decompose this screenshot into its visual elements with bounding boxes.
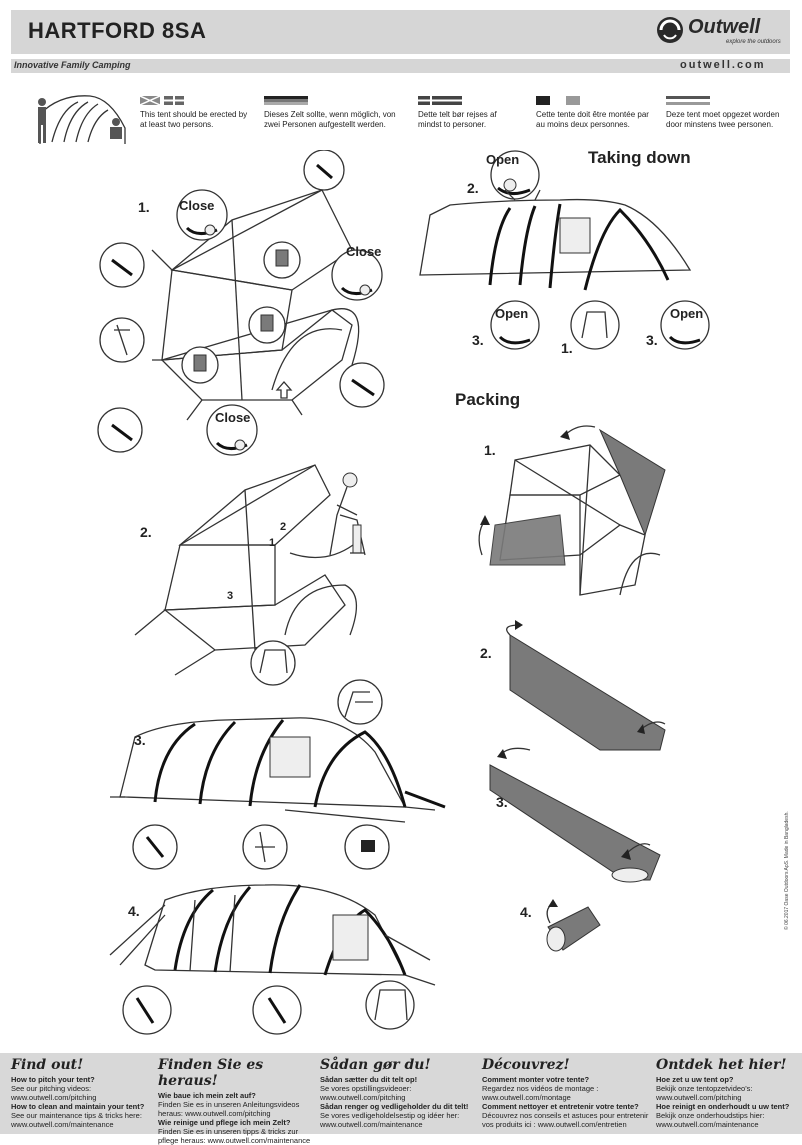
footer-bar <box>0 1053 802 1134</box>
footer-col-nl: Ontdek het hier! Hoe zet u uw tent op? B… <box>656 1057 802 1129</box>
footer-line: Finden Sie es in unseren tipps & tricks … <box>158 1127 299 1136</box>
footer-line: Sådan renger og vedligeholder du dit tel… <box>320 1102 469 1111</box>
dk-flag-icon <box>418 96 462 105</box>
fr-flag-icon <box>536 96 580 105</box>
footer-line: How to pitch your tent? <box>11 1075 95 1084</box>
footer-line: Comment nettoyer et entretenir votre ten… <box>482 1102 639 1111</box>
pitch-step-2-diagram <box>134 464 366 686</box>
footer-col-de: Finden Sie es heraus! Wie baue ich mein … <box>158 1057 318 1145</box>
close-label-3: Close <box>215 410 251 425</box>
valve-number-2: 2 <box>280 521 287 533</box>
logo-tagline: explore the outdoors <box>726 39 781 45</box>
uk-flag-icon <box>140 96 184 106</box>
footer-link[interactable]: vos produits ici : www.outwell.com/entre… <box>482 1120 627 1129</box>
packing-step-4-diagram <box>546 899 601 952</box>
footer-line: Comment monter votre tente? <box>482 1075 590 1084</box>
taking-down-diagram <box>419 150 710 350</box>
footer-line: See our pitching videos: <box>11 1084 92 1093</box>
takedown-step-1-number: 1. <box>561 340 573 356</box>
pitch-step-4-number: 4. <box>128 903 140 919</box>
outwell-logo: Outwell explore the outdoors <box>654 14 784 48</box>
pitch-step-2-number: 2. <box>140 524 152 540</box>
lang-note-en: This tent should be erected by at least … <box>140 110 248 129</box>
packing-step-4-number: 4. <box>520 904 532 920</box>
footer-link[interactable]: www.outwell.com/maintenance <box>656 1120 759 1129</box>
nl-flag-icon <box>666 96 710 105</box>
footer-heading: Finden Sie es heraus! <box>158 1057 264 1089</box>
tagline: Innovative Family Camping <box>14 60 131 70</box>
footer-col-en: Find out! How to pitch your tent? See ou… <box>11 1057 171 1129</box>
packing-step-3-number: 3. <box>496 794 508 810</box>
footer-col-dk: Sådan gør du! Sådan sætter du dit telt o… <box>320 1057 480 1129</box>
pitch-step-4-diagram <box>109 884 436 1035</box>
footer-line: Wie baue ich mein zelt auf? <box>158 1091 256 1100</box>
valve-number-1: 1 <box>269 537 276 549</box>
footer-line: Se vores opstillingsvideoer: <box>320 1084 412 1093</box>
footer-line: Hoe reinigt en onderhoudt u uw tent? <box>656 1102 790 1111</box>
footer-link[interactable]: heraus: www.outwell.com/pitching <box>158 1109 271 1118</box>
open-label-1: Open <box>486 152 520 167</box>
packing-step-1-number: 1. <box>484 442 496 458</box>
pitch-step-3-diagram <box>110 679 446 870</box>
footer-line: Se vores vedligeholdelsestip og idéer he… <box>320 1111 460 1120</box>
footer-link[interactable]: www.outwell.com/pitching <box>11 1093 97 1102</box>
subheader-bar <box>11 59 790 73</box>
pitch-step-3-number: 3. <box>134 732 146 748</box>
lang-note-nl: Deze tent moet opgezet worden door minst… <box>666 110 780 129</box>
copyright-note: © 06.2017 Oase Outdoors ApS. Made in Ban… <box>784 811 790 930</box>
takedown-step-3a-number: 3. <box>472 332 484 348</box>
footer-line: Sådan sætter du dit telt op! <box>320 1075 418 1084</box>
footer-heading: Ontdek het hier! <box>656 1057 787 1073</box>
two-persons-illustration <box>38 95 126 144</box>
footer-line: How to clean and maintain your tent? <box>11 1102 145 1111</box>
valve-number-3: 3 <box>227 590 234 602</box>
footer-col-fr: Découvrez! Comment monter votre tente? R… <box>482 1057 649 1129</box>
footer-link[interactable]: www.outwell.com/pitching <box>320 1093 406 1102</box>
logo-wordmark: Outwell <box>688 16 761 38</box>
page-title: HARTFORD 8SA <box>28 18 207 43</box>
packing-step-3-diagram <box>489 747 661 883</box>
lang-note-dk: Dette telt bør rejses af mindst to perso… <box>418 110 497 129</box>
close-label-1: Close <box>179 198 215 213</box>
takedown-step-3b-number: 3. <box>646 332 658 348</box>
lang-note-de: Dieses Zelt sollte, wenn möglich, von zw… <box>264 110 396 129</box>
pitch-step-1-diagram <box>97 150 385 456</box>
outwell-logo-icon <box>657 17 683 43</box>
taking-down-title: Taking down <box>588 148 691 167</box>
website-link[interactable]: outwell.com <box>680 59 766 71</box>
footer-link[interactable]: pflege heraus: www.outwell.com/maintenan… <box>158 1136 311 1145</box>
footer-link[interactable]: www.outwell.com/maintenance <box>11 1120 114 1129</box>
footer-line: Bekijk onze onderhoudstips hier: <box>656 1111 765 1120</box>
pitch-step-1-number: 1. <box>138 199 150 215</box>
open-label-2: Open <box>495 306 529 321</box>
packing-step-2-number: 2. <box>480 645 492 661</box>
packing-title: Packing <box>455 390 521 409</box>
footer-link[interactable]: www.outwell.com/maintenance <box>320 1120 423 1129</box>
footer-line: See our maintenance tips & tricks here: <box>11 1111 142 1120</box>
footer-line: Découvrez nos conseils et astuces pour e… <box>482 1111 649 1120</box>
footer-link[interactable]: www.outwell.com/montage <box>482 1093 571 1102</box>
de-flag-icon <box>264 96 308 105</box>
footer-line: Hoe zet u uw tent op? <box>656 1075 734 1084</box>
lang-note-fr: Cette tente doit être montée par au moin… <box>536 110 649 129</box>
footer-link[interactable]: www.outwell.com/pitching <box>656 1093 742 1102</box>
footer-heading: Find out! <box>11 1057 84 1073</box>
footer-line: Wie reinige und pflege ich mein Zelt? <box>158 1118 291 1127</box>
packing-step-1-diagram <box>478 425 666 596</box>
footer-heading: Sådan gør du! <box>320 1057 431 1073</box>
footer-heading: Découvrez! <box>482 1057 570 1073</box>
footer-line: Regardez nos vidéos de montage : <box>482 1084 599 1093</box>
footer-line: Finden Sie es in unseren Anleitungsvideo… <box>158 1100 300 1109</box>
close-label-2: Close <box>346 244 382 259</box>
open-label-3: Open <box>670 306 704 321</box>
takedown-step-2-number: 2. <box>467 180 479 196</box>
footer-line: Bekijk onze tentopzetvideo's: <box>656 1084 753 1093</box>
packing-step-2-diagram <box>506 620 666 751</box>
